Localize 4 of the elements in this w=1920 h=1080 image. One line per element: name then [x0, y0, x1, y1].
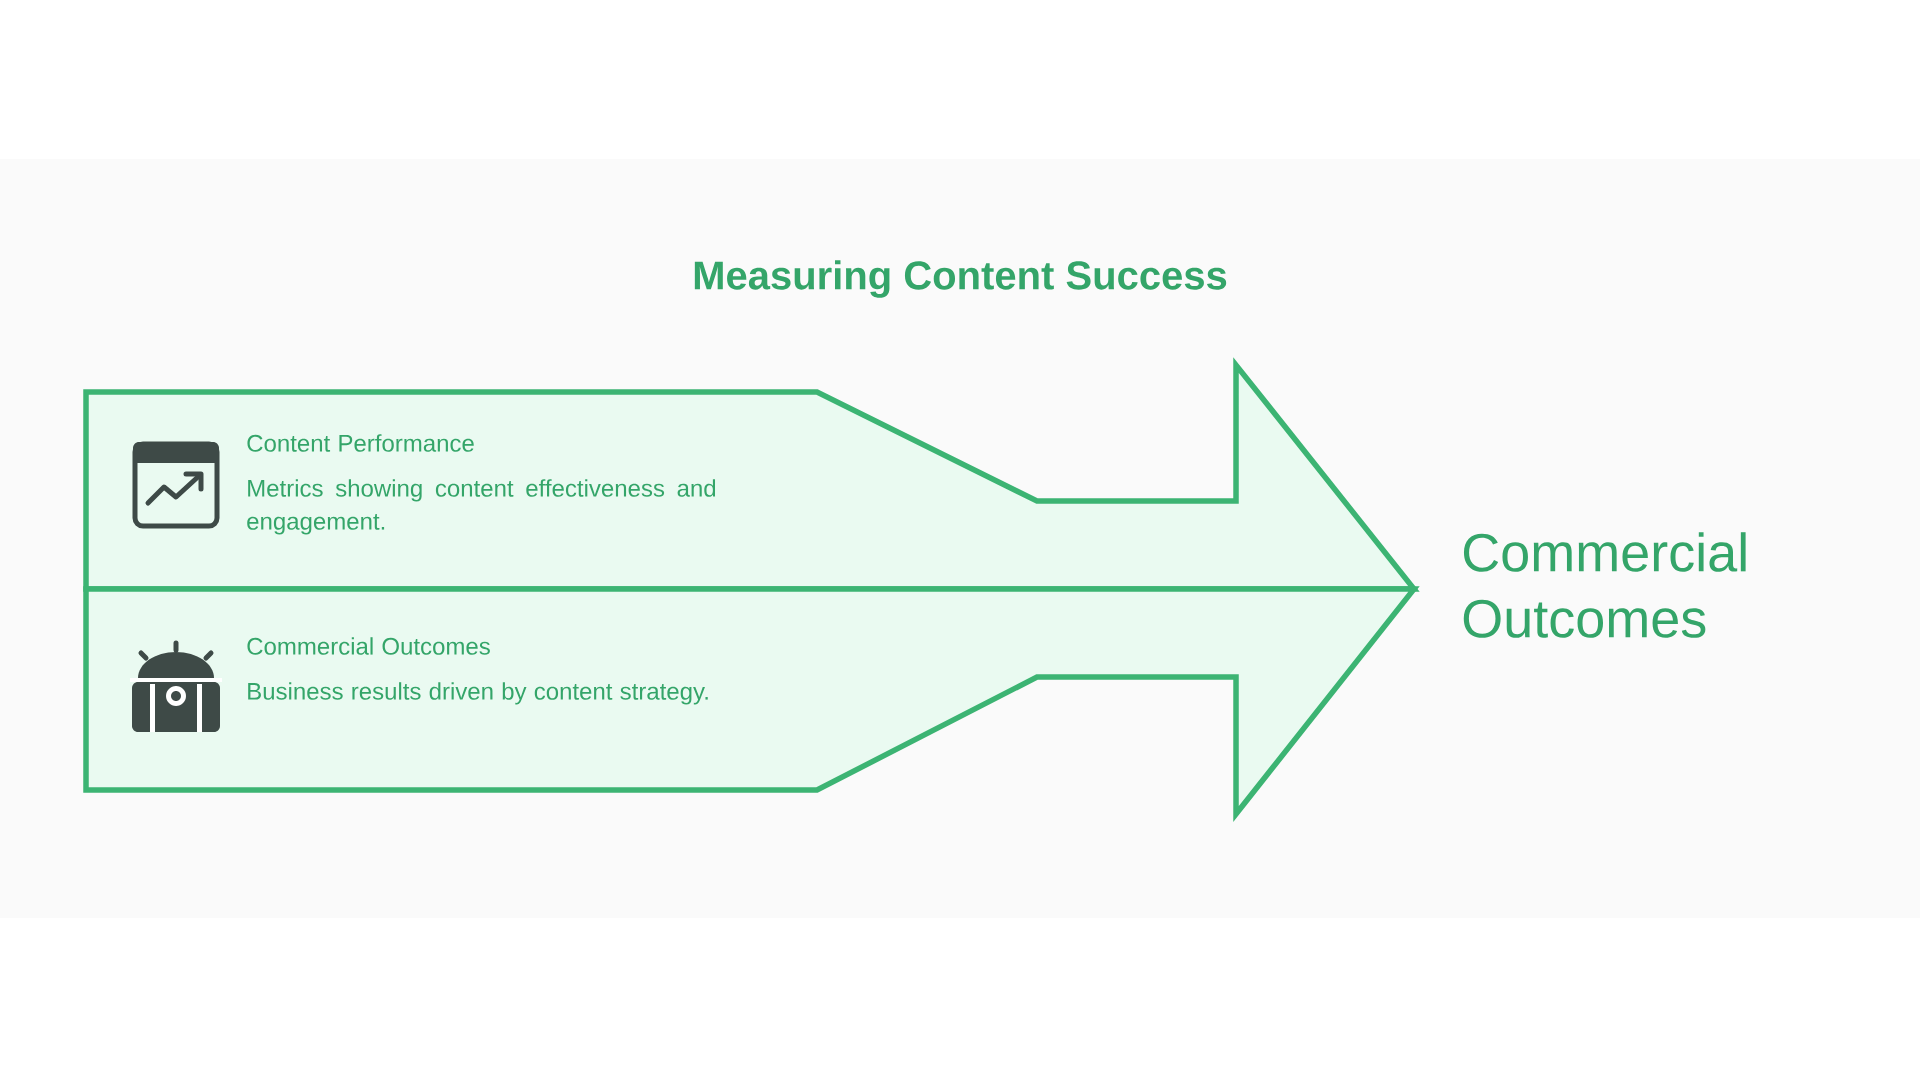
outcome-text: Commercial Outcomes: [1463, 532, 1746, 638]
arrow-band: Content Performance Metrics showing content effectiveness and engagement.: [83, 357, 1420, 592]
title: Measuring Content Success: [694, 260, 1227, 298]
arrow-band: Commercial Outcomes Business results driven by content strategy.: [83, 586, 1420, 822]
